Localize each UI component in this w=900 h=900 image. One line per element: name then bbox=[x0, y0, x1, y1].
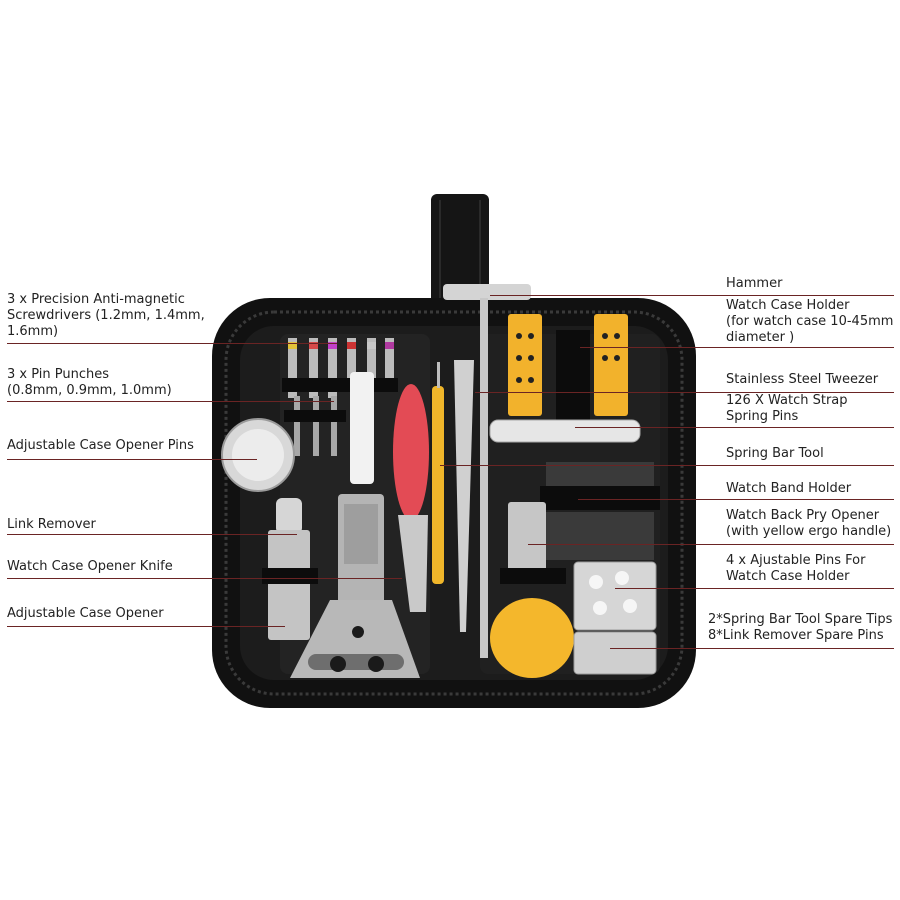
adjustable-pins-bag bbox=[573, 561, 657, 631]
callout-line bbox=[440, 465, 894, 466]
callout-line bbox=[575, 427, 894, 428]
opener-knife bbox=[393, 384, 429, 612]
callout-line bbox=[610, 648, 894, 649]
label-spring-bar-tool: Spring Bar Tool bbox=[726, 446, 824, 461]
callout-line bbox=[7, 578, 402, 579]
callout-line bbox=[7, 626, 285, 627]
label-pin-punches: 3 x Pin Punches(0.8mm, 0.9mm, 1.0mm) bbox=[7, 367, 172, 398]
callout-line bbox=[7, 534, 297, 535]
callout-line bbox=[528, 544, 894, 545]
steel-tweezer bbox=[454, 360, 474, 632]
case-holder bbox=[508, 314, 628, 422]
pry-opener bbox=[490, 502, 574, 678]
label-case-opener-pins: Adjustable Case Opener Pins bbox=[7, 438, 194, 453]
band-holder-block bbox=[540, 462, 660, 560]
spring-bar-tube bbox=[350, 372, 374, 484]
callout-line bbox=[490, 295, 894, 296]
label-case-opener-knife: Watch Case Opener Knife bbox=[7, 559, 173, 574]
label-hammer: Hammer bbox=[726, 276, 783, 291]
label-band-holder: Watch Band Holder bbox=[726, 481, 852, 496]
callout-line bbox=[7, 343, 337, 344]
link-remover-tool bbox=[262, 498, 318, 640]
callout-line bbox=[615, 588, 894, 589]
screwdriver-set bbox=[282, 338, 398, 456]
pins-jar bbox=[221, 418, 295, 492]
callout-line bbox=[475, 392, 894, 393]
case-opener-tool bbox=[290, 494, 420, 678]
callout-line bbox=[7, 401, 334, 402]
label-watch-case-holder: Watch Case Holder(for watch case 10-45mm… bbox=[726, 298, 894, 345]
steel-hammer bbox=[443, 284, 531, 658]
callout-line bbox=[580, 347, 894, 348]
label-adjustable-case-opener: Adjustable Case Opener bbox=[7, 606, 164, 621]
spare-tips-bag bbox=[573, 631, 657, 675]
label-tweezer: Stainless Steel Tweezer bbox=[726, 372, 879, 387]
label-link-remover: Link Remover bbox=[7, 517, 96, 532]
callout-line bbox=[578, 499, 894, 500]
label-back-pry-opener: Watch Back Pry Opener(with yellow ergo h… bbox=[726, 508, 892, 539]
spring-pins-tube bbox=[489, 419, 641, 443]
callout-line bbox=[7, 459, 257, 460]
yellow-spring-bar-tool bbox=[432, 386, 444, 584]
